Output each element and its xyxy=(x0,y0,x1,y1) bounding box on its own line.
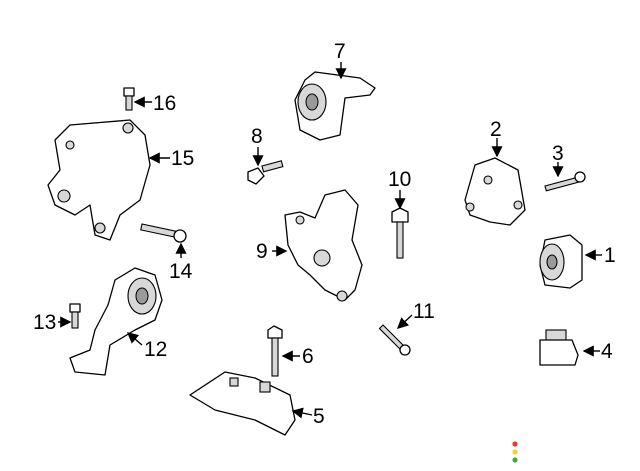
svg-text:14: 14 xyxy=(169,260,193,283)
callout-9: 9 xyxy=(256,240,288,263)
part-3-bolt[interactable] xyxy=(544,171,586,192)
part-16-bolt[interactable] xyxy=(123,87,135,111)
part-11-bolt[interactable] xyxy=(378,324,411,356)
part-1-mount[interactable] xyxy=(539,234,583,289)
svg-text:1: 1 xyxy=(604,244,616,267)
part-7-mount[interactable] xyxy=(294,71,376,141)
callout-15: 15 xyxy=(148,147,194,170)
part-14-bolt[interactable] xyxy=(140,223,187,243)
part-13-bolt[interactable] xyxy=(69,303,81,329)
logo-dot-yellow xyxy=(512,449,518,455)
svg-text:16: 16 xyxy=(153,92,176,115)
part-5-shield[interactable] xyxy=(189,371,296,436)
logo-dot-red xyxy=(512,441,518,447)
svg-text:10: 10 xyxy=(388,168,411,191)
logo-dots xyxy=(512,441,518,463)
svg-text:4: 4 xyxy=(601,340,613,363)
callout-6: 6 xyxy=(281,345,314,368)
svg-text:6: 6 xyxy=(302,345,314,368)
part-4-mount[interactable] xyxy=(539,329,579,366)
callout-2: 2 xyxy=(490,118,503,158)
part-6-bolt[interactable] xyxy=(267,325,283,377)
svg-text:13: 13 xyxy=(33,311,56,334)
svg-text:15: 15 xyxy=(171,147,194,170)
svg-text:9: 9 xyxy=(256,240,268,263)
callout-11: 11 xyxy=(396,300,435,329)
callout-5: 5 xyxy=(291,405,325,428)
svg-text:7: 7 xyxy=(334,40,346,63)
callout-13: 13 xyxy=(33,311,72,334)
callout-1: 1 xyxy=(584,244,616,267)
svg-text:2: 2 xyxy=(490,118,502,141)
svg-text:12: 12 xyxy=(144,338,167,361)
svg-text:11: 11 xyxy=(413,300,435,323)
logo-dot-green xyxy=(512,457,518,463)
svg-text:3: 3 xyxy=(552,142,564,165)
callout-4: 4 xyxy=(582,340,613,363)
callout-16: 16 xyxy=(133,92,176,115)
svg-text:8: 8 xyxy=(251,125,263,148)
callout-7: 7 xyxy=(334,40,347,80)
part-15-bracket[interactable] xyxy=(47,119,151,241)
callout-8: 8 xyxy=(251,125,264,167)
callout-3: 3 xyxy=(552,142,564,178)
part-8-bolt[interactable] xyxy=(247,160,284,185)
part-10-bolt[interactable] xyxy=(391,207,409,259)
svg-text:5: 5 xyxy=(313,405,325,428)
part-9-bracket[interactable] xyxy=(284,189,363,302)
callout-10: 10 xyxy=(388,168,411,210)
callout-12: 12 xyxy=(126,332,167,361)
part-12-mount[interactable] xyxy=(69,267,163,376)
part-2-bracket[interactable] xyxy=(464,157,526,226)
callout-14: 14 xyxy=(169,242,193,283)
